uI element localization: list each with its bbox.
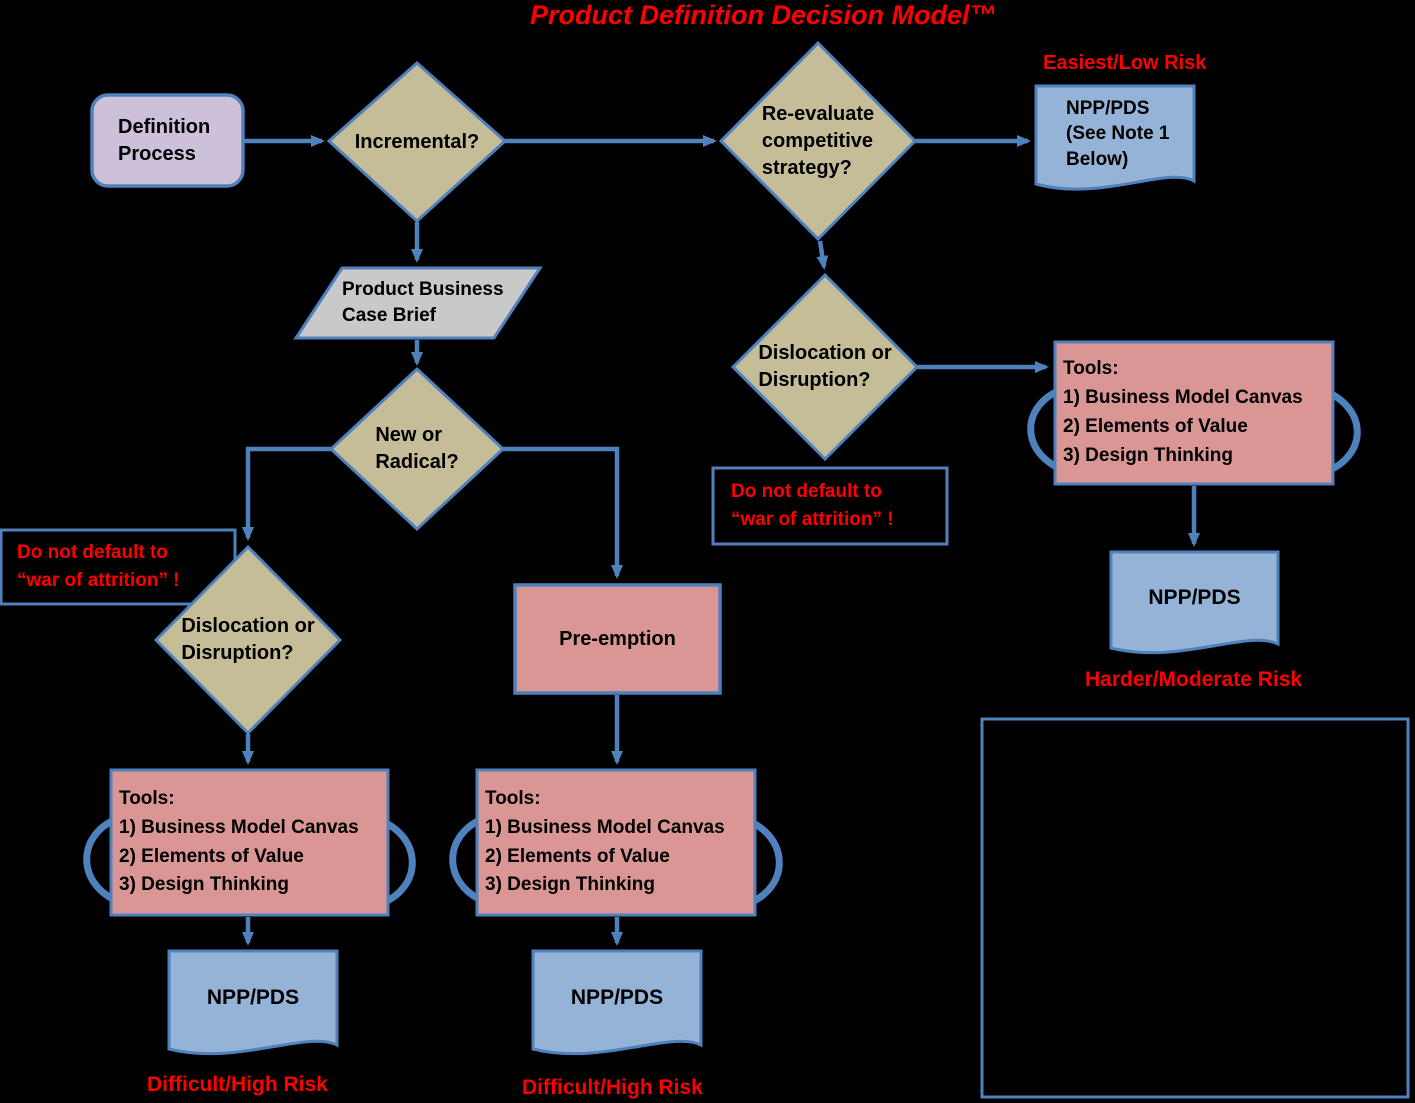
npp-right-document: [1109, 550, 1280, 655]
dislocation-left-diamond: [153, 544, 343, 736]
npp-top-right-document: [1034, 84, 1196, 191]
tools-left-label: Tools: 1) Business Model Canvas 2) Eleme…: [119, 787, 359, 896]
tools-left-box: [109, 768, 390, 917]
difficult-high-risk-left-label: Difficult/High Risk: [147, 1073, 328, 1096]
pre-emption-label: Pre-emption: [559, 627, 676, 650]
pre-emption-box: [513, 583, 722, 695]
tools-right-box: [1053, 340, 1335, 486]
new-or-radical-label: New or Radical?: [375, 424, 459, 473]
tools-middle-label: Tools: 1) Business Model Canvas 2) Eleme…: [485, 787, 725, 896]
npp-right-label: NPP/PDS: [1148, 585, 1241, 609]
warning-box-middle: [711, 466, 949, 546]
harder-moderate-risk-label: Harder/Moderate Risk: [1085, 668, 1303, 691]
warning-middle-label: Do not default to “war of attrition” !: [731, 480, 894, 531]
npp-bottom-left-document: [167, 949, 339, 1056]
difficult-high-risk-middle-label: Difficult/High Risk: [522, 1076, 703, 1099]
npp-bottom-left-label: NPP/PDS: [206, 985, 300, 1009]
diagram-title: Product Definition Decision Model™: [530, 0, 997, 30]
definition-process-shape: [90, 93, 245, 188]
business-case-label: Product Business Case Brief: [342, 279, 504, 326]
npp-top-right-label: NPP/PDS (See Note 1 Below): [1066, 97, 1170, 170]
npp-bottom-middle-label: NPP/PDS: [570, 985, 664, 1009]
easiest-low-risk-label: Easiest/Low Risk: [1043, 52, 1207, 74]
business-case-parallelogram: [293, 266, 543, 340]
dislocation-left-label: Dislocation or Disruption?: [181, 615, 315, 664]
dislocation-right-label: Dislocation or Disruption?: [758, 342, 892, 391]
dislocation-right-diamond: [730, 272, 920, 462]
reevaluate-label: Re-evaluate competitive strategy?: [761, 102, 875, 179]
tools-right-label: Tools: 1) Business Model Canvas 2) Eleme…: [1063, 358, 1303, 466]
npp-bottom-middle-document: [531, 949, 703, 1056]
note-box: [980, 717, 1410, 1099]
new-or-radical-diamond: [328, 366, 506, 532]
connector-newradical-to-preemption: [503, 446, 623, 579]
reevaluate-diamond: [718, 40, 918, 242]
definition-process-label: Definition Process: [118, 115, 211, 165]
tools-middle-box: [475, 768, 757, 917]
warning-left-label: Do not default to “war of attrition” !: [17, 541, 180, 592]
incremental-label: Incremental?: [354, 130, 480, 153]
connector-newradical-to-dislocation-left: [242, 446, 331, 541]
incremental-diamond: [326, 60, 508, 224]
connector-reevaluate-to-dislocation-right: [816, 240, 829, 270]
